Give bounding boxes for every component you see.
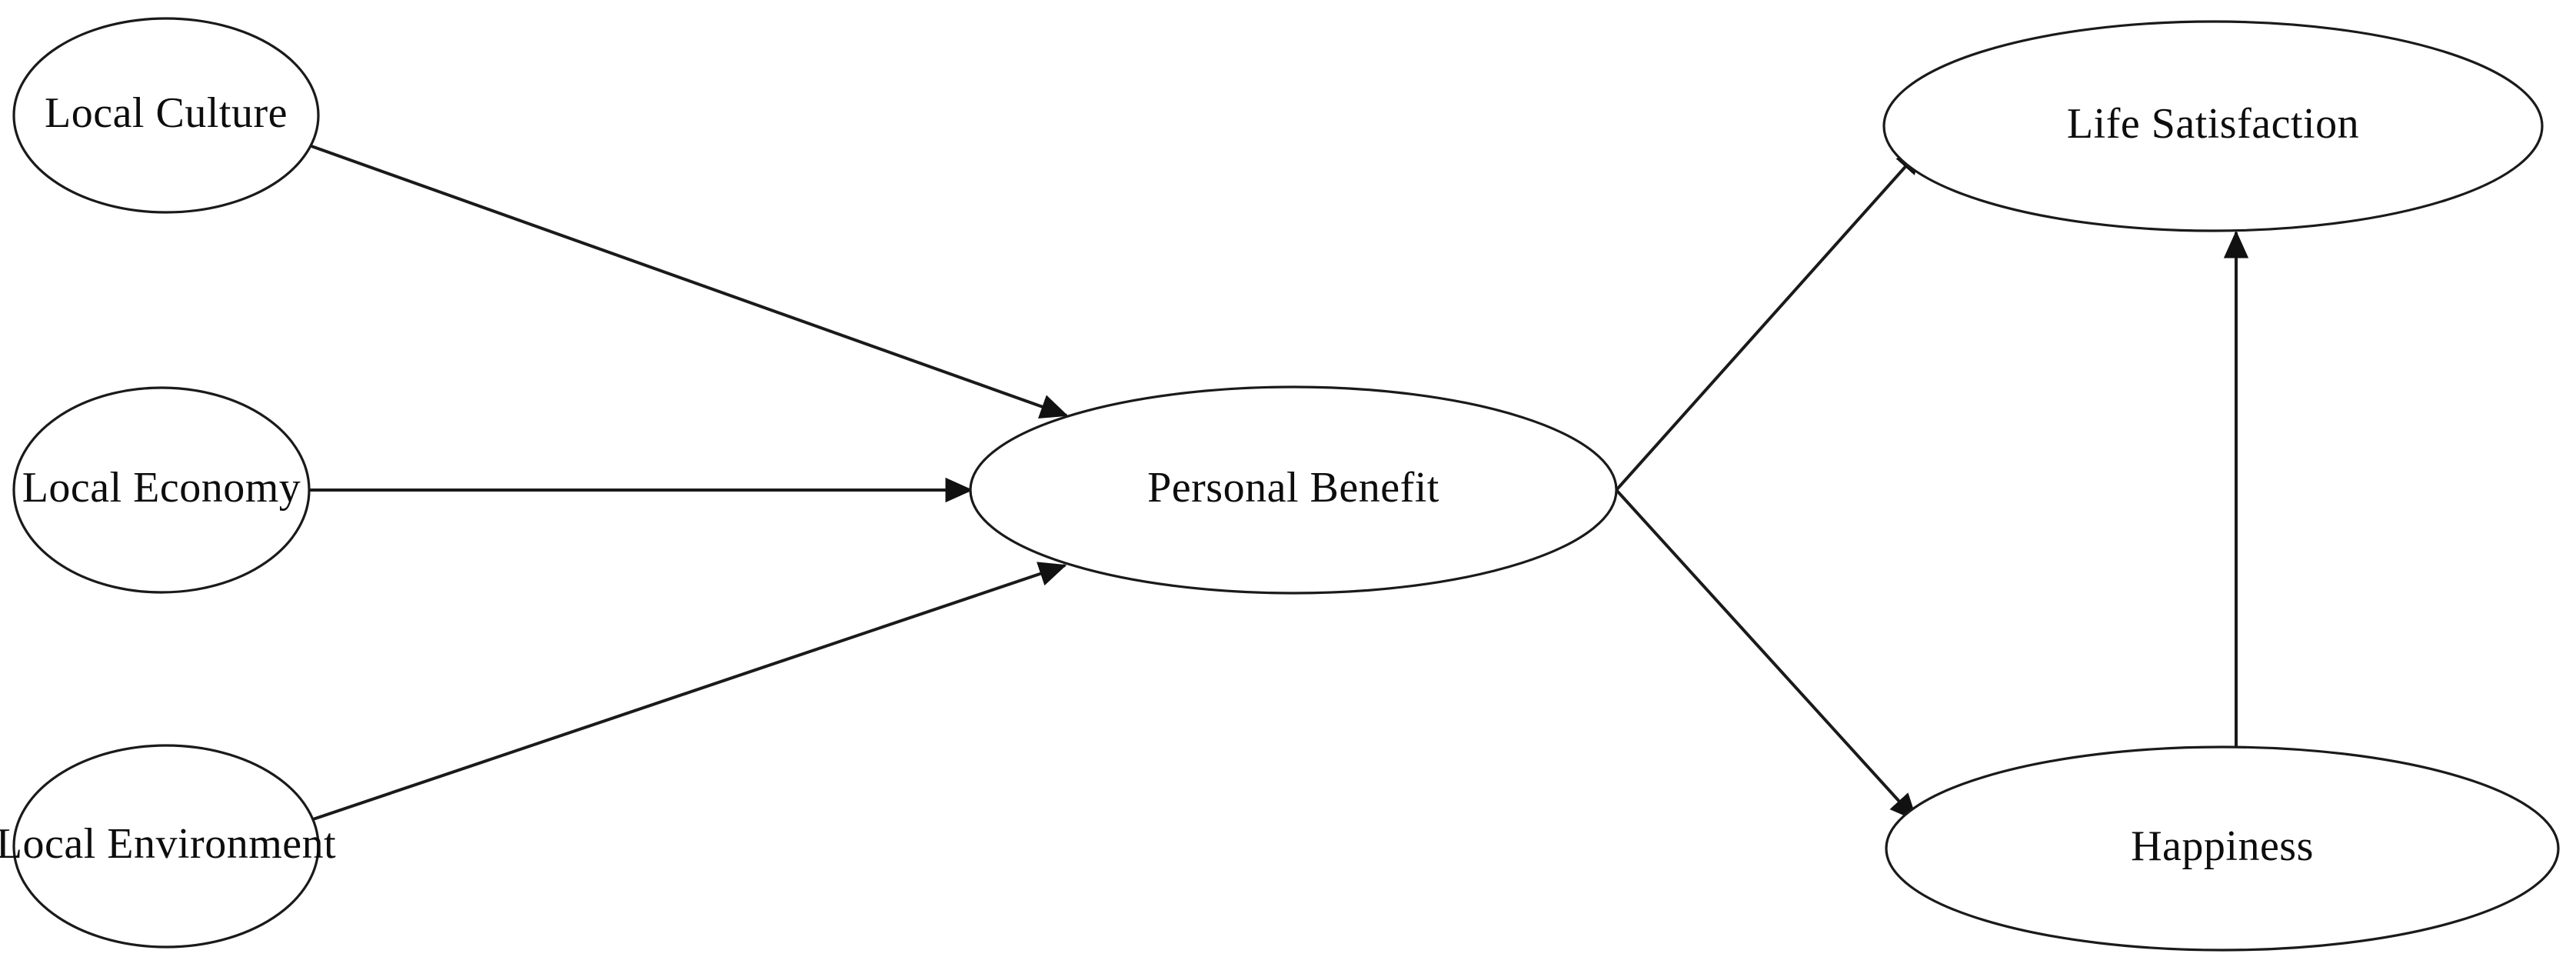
node-happiness-label: Happiness <box>2131 822 2314 870</box>
node-local-environment[interactable]: Local Environment <box>0 744 336 949</box>
node-personal-benefit-shape[interactable] <box>969 385 1618 595</box>
node-local-environment-label: Local Environment <box>0 820 336 868</box>
node-life-satisfaction[interactable]: Life Satisfaction <box>1882 20 2544 232</box>
edge-culture-to-benefit[interactable] <box>311 145 1069 418</box>
node-personal-benefit-label: Personal Benefit <box>1147 464 1439 512</box>
node-happiness[interactable]: Happiness <box>1885 745 2560 952</box>
edge-benefit-to-happiness[interactable] <box>1615 488 1918 822</box>
node-local-culture[interactable]: Local Culture <box>12 17 320 214</box>
node-personal-benefit[interactable]: Personal Benefit <box>969 385 1618 595</box>
node-local-environment-shape[interactable] <box>12 744 320 949</box>
node-local-culture-shape[interactable] <box>12 17 320 214</box>
node-local-economy-shape[interactable] <box>12 386 311 594</box>
node-layer: Local Culture Local Economy Local Enviro… <box>0 17 2560 952</box>
node-local-economy-label: Local Economy <box>22 464 301 512</box>
edge-layer <box>309 145 2249 822</box>
node-happiness-shape[interactable] <box>1885 745 2560 952</box>
node-local-culture-label: Local Culture <box>45 89 288 137</box>
node-life-satisfaction-label: Life Satisfaction <box>2067 100 2359 148</box>
node-local-economy[interactable]: Local Economy <box>12 386 311 594</box>
edge-benefit-to-life-satisfaction[interactable] <box>1615 146 1924 492</box>
edge-environment-to-benefit[interactable] <box>312 562 1067 821</box>
node-life-satisfaction-shape[interactable] <box>1882 20 2544 232</box>
